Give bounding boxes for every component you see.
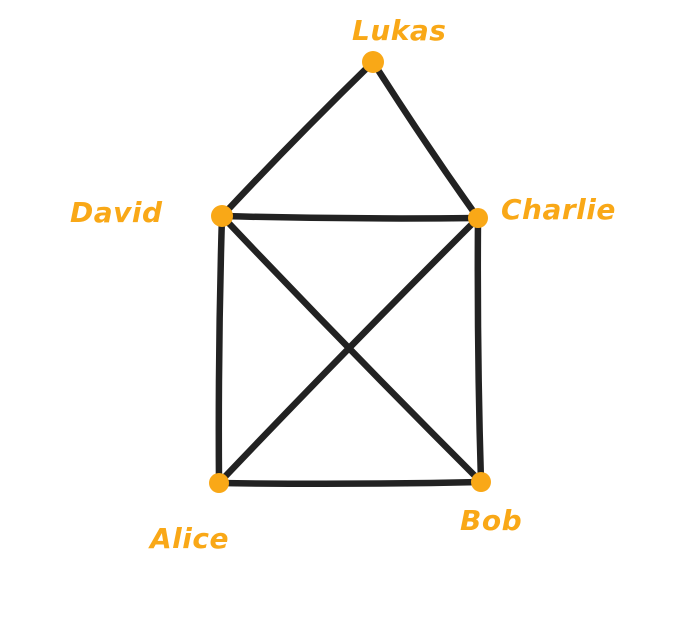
edge-david-charlie <box>218 212 482 222</box>
node-charlie <box>468 208 488 228</box>
node-bob <box>471 472 491 492</box>
edges-layer <box>215 58 485 488</box>
node-lukas <box>362 51 384 73</box>
edge-charlie-bob <box>474 214 485 486</box>
edge-alice-bob <box>215 478 485 488</box>
nodes-layer <box>209 51 491 493</box>
node-label-alice: Alice <box>148 522 229 555</box>
edge-charlie-alice <box>215 214 482 487</box>
edge-lukas-charlie <box>369 58 482 222</box>
edge-lukas-david <box>218 58 377 220</box>
node-label-david: David <box>70 196 163 229</box>
node-label-lukas: Lukas <box>352 14 446 47</box>
edge-david-alice <box>215 212 226 487</box>
node-label-charlie: Charlie <box>501 193 616 226</box>
node-label-bob: Bob <box>460 504 522 537</box>
node-david <box>211 205 233 227</box>
node-alice <box>209 473 229 493</box>
